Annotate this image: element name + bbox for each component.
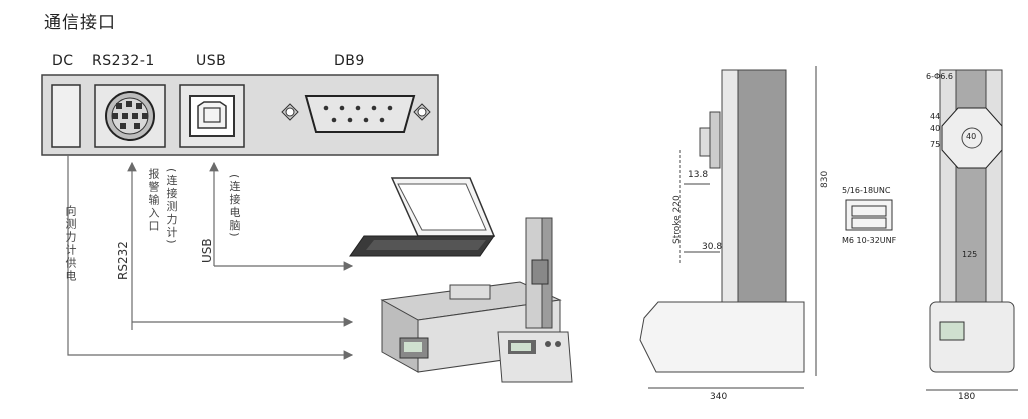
db9-port — [281, 95, 431, 133]
side-d1-dimension: 44 — [930, 112, 941, 121]
side-d2-dimension: 40 — [930, 124, 941, 133]
insert-top-label: 5/16-18UNC — [842, 186, 891, 195]
alarm-label-line2: (连接测力计) — [165, 168, 178, 246]
test-bench-illustration — [380, 217, 573, 383]
side-d3-dimension: 75 — [930, 140, 941, 149]
stroke-dimension: Stroke 220 — [672, 195, 682, 244]
front-dimension-drawing — [639, 66, 817, 389]
page-title: 通信接口 — [44, 13, 116, 33]
port-label-dc: DC — [52, 53, 74, 69]
usb-label: USB — [200, 238, 214, 263]
rs232-label: RS232 — [116, 241, 130, 280]
port-label-usb: USB — [196, 53, 227, 69]
alarm-label-line1: 报警输入口 — [147, 168, 160, 233]
rs232-port — [94, 84, 166, 148]
usb-pc-label: (连接电脑) — [228, 174, 241, 239]
connector-panel — [41, 74, 439, 156]
insert-bottom-label: M6 10-32UNF — [842, 236, 897, 245]
side-width-mid-dimension: 125 — [962, 250, 978, 259]
dc-port — [51, 84, 81, 148]
offset-mid-dimension: 30.8 — [702, 242, 723, 252]
port-label-db9: DB9 — [334, 53, 365, 69]
side-dimension-drawing — [926, 69, 1018, 391]
insert-detail-drawing — [845, 199, 893, 231]
power-label: 向测力计供电 — [64, 205, 77, 283]
side-center-dimension: 40 — [966, 132, 977, 141]
usb-port — [179, 84, 245, 148]
laptop-illustration — [349, 177, 496, 257]
connection-lines — [67, 155, 354, 360]
offset-top-dimension: 13.8 — [688, 170, 709, 180]
side-base-width-dimension: 180 — [958, 392, 976, 402]
front-height-dimension: 830 — [820, 170, 830, 188]
port-label-rs232-1: RS232-1 — [92, 53, 155, 69]
front-base-width-dimension: 340 — [710, 392, 728, 402]
side-hole-dimension: 6-Φ6.6 — [926, 72, 953, 81]
